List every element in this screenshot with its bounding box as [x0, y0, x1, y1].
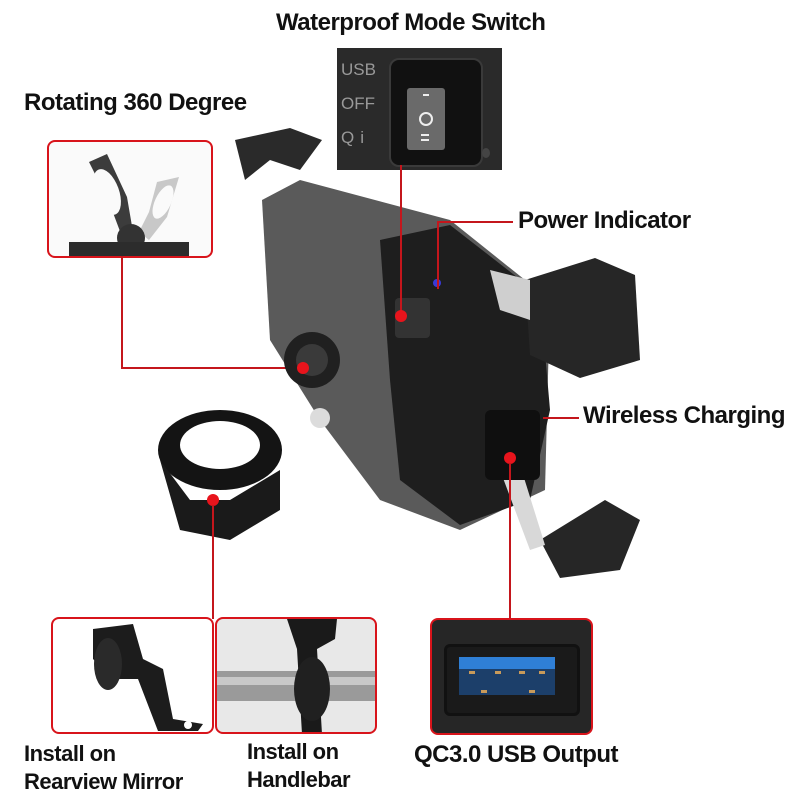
power-indicator-label: Power Indicator: [518, 207, 691, 234]
handlebar-label-line2: Handlebar: [247, 767, 351, 792]
handlebar-callout: [215, 617, 377, 734]
rotating-label: Rotating 360 Degree: [24, 89, 247, 116]
wireless-charging-label: Wireless Charging: [583, 402, 786, 429]
usb-port-icon: [459, 657, 555, 695]
rearview-mirror-callout: [51, 617, 214, 734]
rotating-callout: [47, 140, 213, 258]
usb-output-label: QC3.0 USB Output: [414, 741, 619, 768]
mode-switch-closeup: USB OFF Qi: [337, 48, 502, 170]
usb-output-callout: [430, 618, 593, 735]
switch-off-label: OFF: [341, 94, 375, 113]
switch-qi-label: Qi: [341, 128, 370, 147]
switch-usb-label: USB: [341, 60, 376, 79]
handlebar-label-line1: Install on: [247, 739, 339, 764]
rearview-label-line2: Rearview Mirror: [24, 769, 183, 794]
rearview-label-line1: Install on: [24, 741, 116, 766]
rocker-switch: [389, 58, 483, 167]
phone-mount-illustration: [150, 120, 660, 590]
mode-switch-label: Waterproof Mode Switch: [276, 9, 546, 36]
